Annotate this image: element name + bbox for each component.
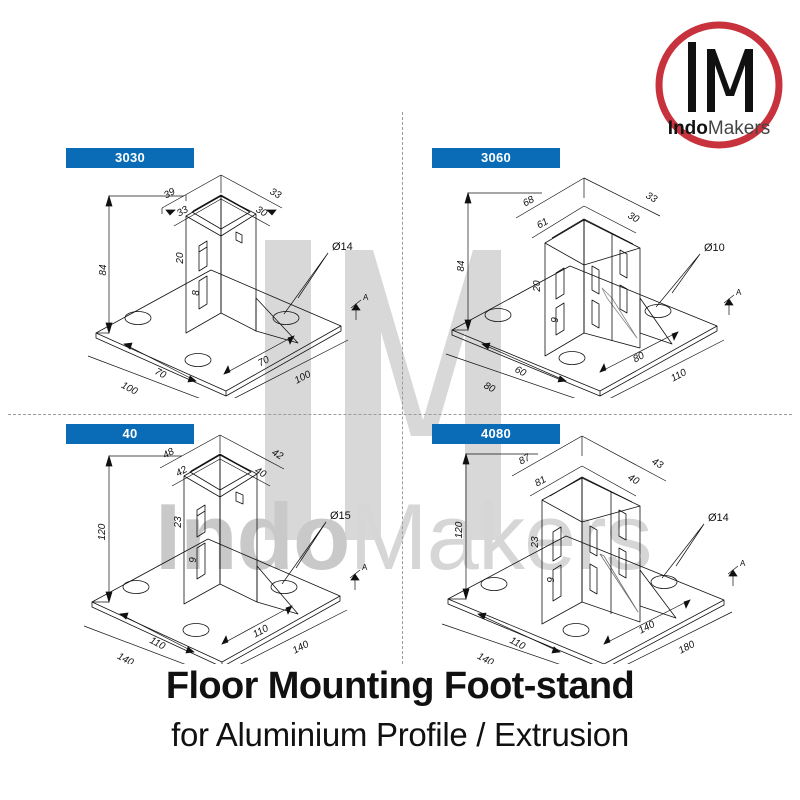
section-arrow-label: A (740, 559, 746, 568)
panel-3030[interactable]: 3030 (66, 148, 396, 398)
dim-tl-outer: 87 (517, 452, 533, 467)
dim-tl-inner: 42 (174, 464, 190, 479)
dim-tr-inner: 30 (254, 204, 270, 219)
panel-3060-badge: 3060 (432, 148, 560, 168)
panel-40-drawing: 120 48 42 42 40 23 9 110 110 140 140 Ø15… (83, 434, 368, 664)
dim-base-inner-left: 70 (153, 366, 168, 381)
panel-3030-drawing: 84 39 33 33 30 20 8 70 70 100 100 Ø14 A (87, 174, 369, 398)
dim-base-inner-right: 70 (256, 354, 271, 369)
dim-base-outer-left: 140 (115, 651, 135, 664)
dim-base-outer-right: 110 (669, 367, 689, 384)
dim-base-outer-right: 180 (677, 639, 697, 657)
dim-tr-inner: 30 (626, 210, 642, 225)
indomakers-logo: IndoMakers (655, 21, 783, 149)
dim-tl-inner: 33 (175, 204, 191, 219)
divider-horizontal (8, 414, 792, 415)
dim-tr-inner: 40 (253, 465, 269, 480)
dim-base-outer-right: 140 (291, 639, 311, 657)
dim-height: 120 (454, 521, 465, 538)
dim-height: 84 (456, 260, 467, 272)
divider-vertical (402, 112, 403, 664)
dim-base-outer-left: 80 (482, 380, 497, 395)
dim-slot-bottom: 9 (188, 557, 199, 563)
panel-40[interactable]: 40 (66, 424, 396, 664)
dim-base-outer-left: 100 (119, 380, 139, 398)
dim-slot-top: 20 (175, 252, 186, 265)
dim-base-inner-left: 110 (508, 635, 528, 652)
dim-hole-diameter: Ø10 (704, 242, 725, 254)
dim-tr-inner: 40 (626, 472, 642, 487)
dim-hole-diameter: Ø14 (708, 512, 729, 524)
svg-text:IndoMakers: IndoMakers (668, 118, 770, 139)
panel-3060-drawing: 84 68 61 33 30 20 9 60 80 80 110 Ø10 A (445, 177, 742, 398)
dim-tr-outer: 43 (650, 456, 666, 471)
dim-base-inner-left: 60 (513, 364, 528, 379)
dim-hole-diameter: Ø15 (330, 510, 351, 522)
dim-base-inner-right: 110 (251, 623, 271, 640)
panel-3030-badge: 3030 (66, 148, 194, 168)
section-arrow-label: A (362, 563, 368, 572)
dim-height: 120 (97, 523, 108, 540)
dim-tl-outer: 48 (161, 446, 177, 461)
page-subtitle: for Aluminium Profile / Extrusion (171, 716, 629, 753)
dim-slot-top: 20 (532, 280, 543, 293)
panel-4080-drawing: 120 87 81 43 40 23 9 110 140 140 180 Ø14… (441, 435, 746, 664)
dim-tl-outer: 39 (162, 186, 178, 201)
panel-40-badge: 40 (66, 424, 194, 444)
dim-base-outer-left: 140 (475, 651, 495, 664)
dim-tr-outer: 42 (270, 447, 286, 462)
section-arrow-label: A (363, 293, 369, 302)
dim-tl-outer: 68 (521, 194, 537, 209)
page-title: Floor Mounting Foot-stand (165, 665, 635, 707)
panel-3060[interactable]: 30 60 (432, 148, 772, 398)
dim-tl-inner: 81 (533, 474, 548, 489)
section-arrow-label: A (736, 288, 742, 297)
panel-4080[interactable]: 4080 (432, 424, 777, 664)
dim-tr-outer: 33 (644, 190, 660, 205)
dim-slot-top: 23 (173, 516, 184, 529)
dim-base-inner-left: 110 (148, 635, 168, 652)
dim-base-inner-right: 80 (631, 350, 646, 365)
dim-hole-diameter: Ø14 (332, 241, 353, 253)
dim-slot-bottom: 9 (550, 317, 561, 323)
dim-slot-bottom: 8 (191, 290, 202, 296)
dim-slot-bottom: 9 (546, 577, 557, 583)
dim-base-outer-right: 100 (293, 369, 313, 387)
dim-slot-top: 23 (530, 536, 541, 549)
dim-height: 84 (98, 264, 109, 276)
dim-tr-outer: 33 (268, 186, 284, 201)
dim-tl-inner: 61 (535, 216, 550, 231)
